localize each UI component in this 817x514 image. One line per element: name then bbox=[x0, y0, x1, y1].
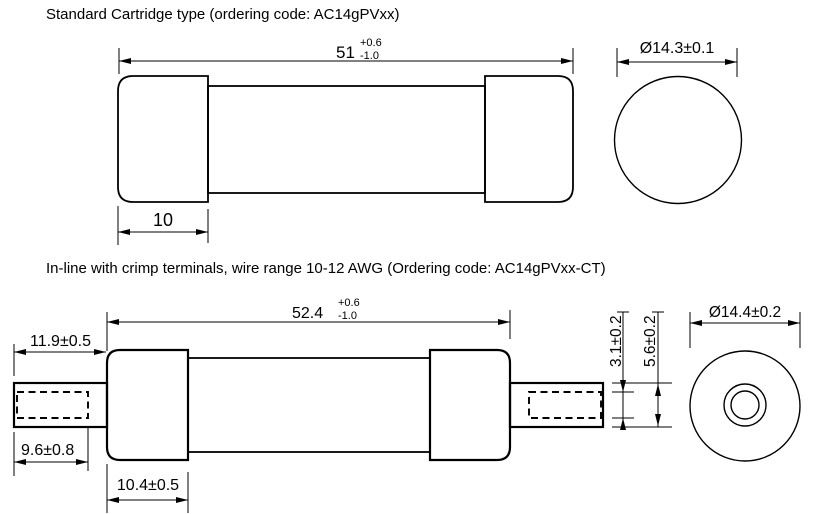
fuse1-left-cap bbox=[117, 75, 209, 203]
dim2-diameter-value: Ø14.4±0.2 bbox=[709, 304, 781, 321]
dim-length-value: 51 bbox=[336, 43, 355, 62]
fuse1-end-view: Ø14.3±0.1 bbox=[613, 40, 743, 205]
fuse2-dimension-barrel-length: 9.6±0.8 bbox=[13, 428, 89, 476]
fuse2-end-circle-outer bbox=[689, 350, 801, 462]
dim2-terminal-length-value: 11.9±0.5 bbox=[30, 333, 91, 350]
fuse2-left-terminal bbox=[12, 381, 109, 429]
fuse1-right-cap bbox=[484, 75, 574, 203]
section2-title: In-line with crimp terminals, wire range… bbox=[46, 260, 606, 277]
dim2-barrel-height-value: 3.1±0.2 bbox=[608, 315, 625, 367]
fuse2-dimension-cap: 10.4±0.5 bbox=[106, 464, 189, 513]
fuse2-left-cap bbox=[105, 348, 190, 462]
dim2-length-tol-plus: +0.6 bbox=[338, 297, 360, 309]
fuse2-dimension-terminal-length: 11.9±0.5 bbox=[13, 333, 106, 376]
fuse2-right-terminal bbox=[508, 381, 605, 429]
dim2-length-value: 52.4 bbox=[292, 305, 323, 322]
fuse2-dimension-terminal-heights: 3.1±0.2 5.6±0.2 bbox=[608, 311, 672, 430]
fuse2-end-circle-terminal bbox=[723, 383, 767, 427]
fuse2-left-crimp-barrel bbox=[16, 391, 89, 419]
section1-title: Standard Cartridge type (ordering code: … bbox=[46, 6, 400, 23]
fuse1-body bbox=[207, 85, 486, 194]
dim-cap-value: 10 bbox=[153, 210, 173, 230]
fuse1-side-view bbox=[117, 75, 574, 203]
dim2-terminal-thickness-value: 5.6±0.2 bbox=[642, 315, 659, 367]
fuse1-end-circle bbox=[613, 75, 743, 205]
dim2-barrel-length-value: 9.6±0.8 bbox=[21, 442, 74, 459]
dim2-length-tol-minus: -1.0 bbox=[338, 310, 357, 322]
fuse2-end-circle-barrel bbox=[730, 390, 760, 420]
fuse2-end-view: Ø14.4±0.2 bbox=[689, 304, 801, 462]
fuse1-dimension-length: 51 +0.6 -1.0 bbox=[118, 37, 574, 74]
dim-diameter-value: Ø14.3±0.1 bbox=[640, 40, 715, 57]
fuse2-right-cap bbox=[428, 348, 512, 462]
dim-length-tol-plus: +0.6 bbox=[360, 37, 382, 49]
fuse2-dimension-length: 52.4 +0.6 -1.0 bbox=[106, 297, 511, 351]
fuse2-side-view bbox=[12, 348, 605, 462]
fuse2-right-crimp-barrel bbox=[528, 391, 602, 419]
fuse2-body bbox=[187, 357, 431, 453]
fuse1-dimension-cap: 10 bbox=[117, 206, 209, 245]
dim-length-tol-minus: -1.0 bbox=[360, 50, 379, 62]
dim2-cap-value: 10.4±0.5 bbox=[117, 477, 179, 494]
